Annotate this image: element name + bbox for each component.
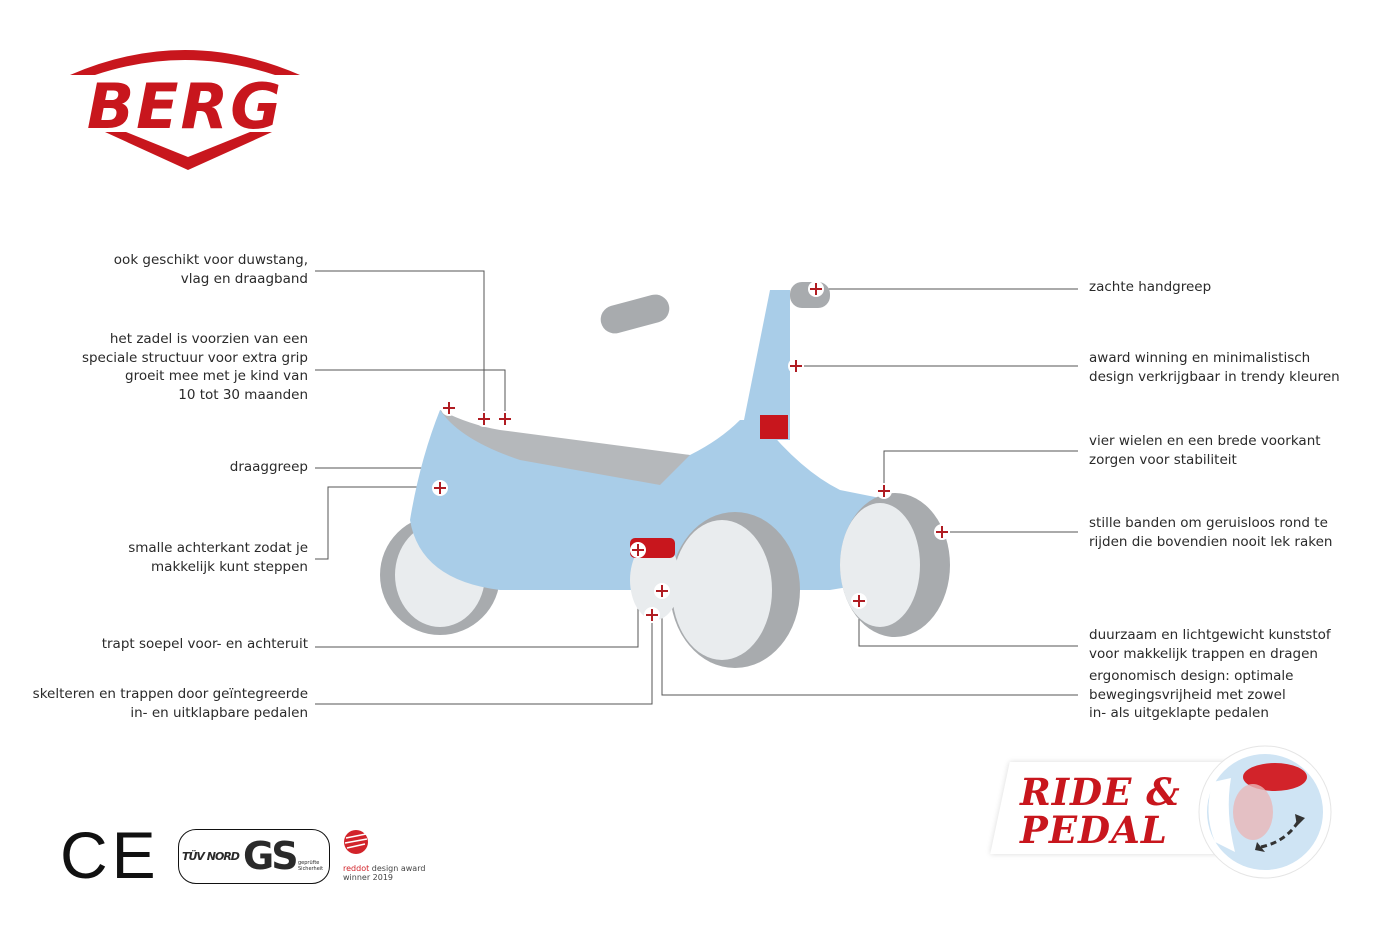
gs-text: GS: [243, 834, 299, 878]
callout-pedalen: skelteren en trappen door geïntegreerde i…: [33, 685, 308, 722]
callout-duwstang: ook geschikt voor duwstang, vlag en draag…: [114, 251, 308, 288]
callout-line: 10 tot 30 maanden: [178, 386, 308, 403]
berg-logo: BERG: [70, 50, 300, 170]
callout-line: het zadel is voorzien van een: [109, 331, 308, 347]
callout-line: smalle achterkant zodat je: [128, 540, 308, 556]
ce-mark: CE: [60, 818, 160, 892]
callout-line: bewegingsvrijheid met zowel: [1089, 686, 1286, 703]
callout-line: zachte handgreep: [1089, 279, 1212, 295]
callout-draaggreep: draaggreep: [230, 458, 308, 477]
plus-marker-icon: [788, 358, 804, 374]
callout-line: design verkrijgbaar in trendy kleuren: [1089, 368, 1340, 385]
plus-marker-icon: [876, 483, 892, 499]
callout-wielen: vier wielen en een brede voorkant zorgen …: [1089, 432, 1321, 469]
plus-marker-icon: [934, 524, 950, 540]
plus-marker-icon: [476, 411, 492, 427]
callout-line: makkelijk kunt steppen: [151, 558, 308, 575]
callout-line: groeit mee met je kind van: [125, 368, 308, 384]
callout-ergonomisch: ergonomisch design: optimale bewegingsvri…: [1089, 667, 1293, 723]
plus-marker-icon: [644, 607, 660, 623]
promo-line1: RIDE &: [1020, 770, 1181, 814]
callout-line: rijden die bovendien nooit lek raken: [1089, 533, 1333, 550]
reddot-year: winner 2019: [343, 873, 394, 882]
reddot-label-rest: design award: [369, 864, 426, 873]
callout-line: award winning en minimalistisch: [1089, 350, 1311, 366]
plus-marker-icon: [441, 400, 457, 416]
callout-trapt: trapt soepel voor- en achteruit: [102, 635, 308, 654]
callout-banden: stille banden om geruisloos rond te rijde…: [1089, 514, 1332, 551]
callout-achterkant: smalle achterkant zodat je makkelijk kunt…: [128, 539, 308, 576]
pedal-icon: [1198, 745, 1332, 879]
plus-markers: [432, 281, 950, 623]
callout-line: duurzaam en lichtgewicht kunststof: [1089, 627, 1331, 643]
callout-design: award winning en minimalistisch design ve…: [1089, 349, 1340, 386]
callout-line: in- en uitklapbare pedalen: [130, 704, 308, 721]
plus-marker-icon: [432, 480, 448, 496]
tuv-text: TÜV NORD: [182, 850, 240, 863]
svg-text:BERG: BERG: [87, 70, 283, 143]
promo-line2: PEDAL: [1020, 808, 1168, 852]
callout-line: zorgen voor stabiliteit: [1089, 451, 1237, 468]
reddot-icon: [344, 830, 368, 854]
callout-line: ook geschikt voor duwstang,: [113, 252, 308, 268]
callout-handgreep: zachte handgreep: [1089, 278, 1211, 297]
callout-line: skelteren en trappen door geïntegreerde: [32, 686, 308, 702]
callout-line: stille banden om geruisloos rond te: [1089, 515, 1328, 531]
callout-line: draaggreep: [229, 459, 308, 475]
callout-line: vlag en draagband: [180, 270, 308, 287]
plus-marker-icon: [851, 593, 867, 609]
ride-pedal-text: RIDE &PEDAL: [1020, 773, 1181, 849]
plus-marker-icon: [630, 542, 646, 558]
callout-line: in- als uitgeklapte pedalen: [1089, 705, 1269, 721]
callout-kunststof: duurzaam en lichtgewicht kunststof voor m…: [1089, 626, 1331, 663]
reddot-label: reddot: [343, 864, 370, 873]
plus-marker-icon: [654, 583, 670, 599]
plus-marker-icon: [808, 281, 824, 297]
callout-zadel: het zadel is voorzien van een speciale st…: [82, 330, 308, 404]
callout-line: ergonomisch design: optimale: [1089, 668, 1294, 684]
callout-line: trapt soepel voor- en achteruit: [101, 636, 308, 652]
tuv-gs-badge: TÜV NORD GS geprüfte Sicherheit: [178, 829, 330, 884]
callout-line: speciale structuur voor extra grip: [81, 349, 308, 366]
callout-line: voor makkelijk trappen en dragen: [1089, 645, 1318, 662]
plus-marker-icon: [497, 411, 513, 427]
callout-line: vier wielen en een brede voorkant: [1089, 433, 1321, 449]
gs-sub-text: geprüfte Sicherheit: [298, 860, 324, 872]
